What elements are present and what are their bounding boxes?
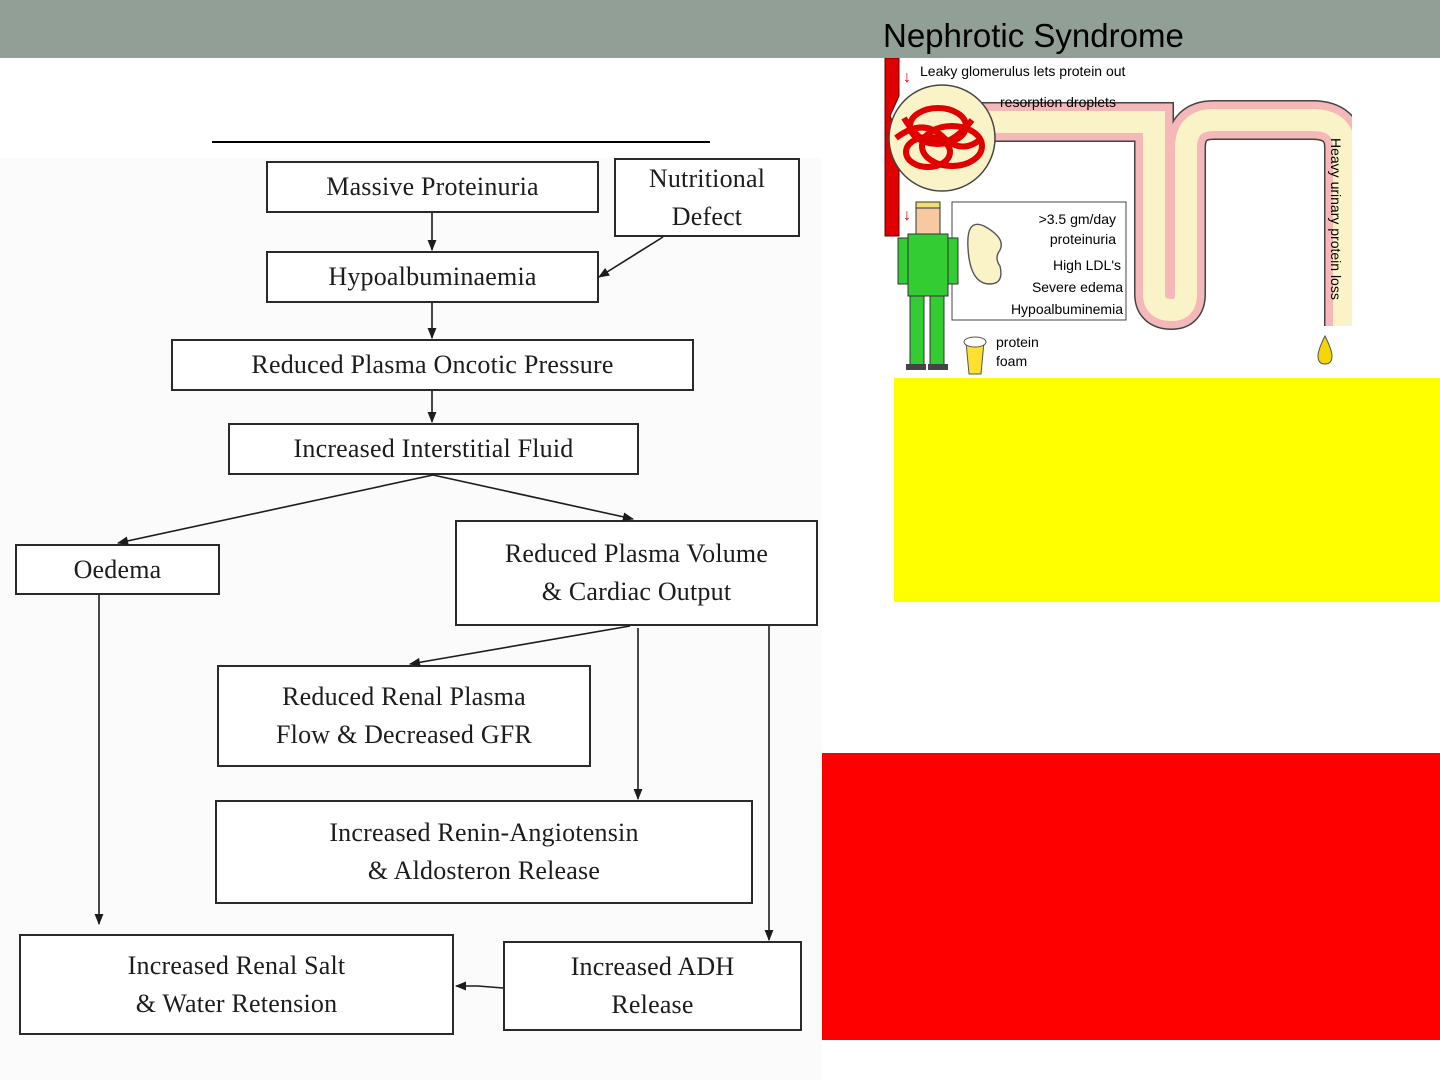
label-urinary-protein-loss: Heavy urinary protein loss [1328,138,1344,300]
box-salt-water-retention: Increased Renal Salt & Water Retension [19,934,454,1035]
label-resorption-droplets: resorption droplets [1000,94,1116,110]
box-hypoalbuminaemia: Hypoalbuminaemia [266,251,599,303]
glomerulus [894,105,985,170]
leaky-arrow-bottom: ↓ [903,207,911,224]
box-line: Nutritional [648,163,766,193]
label-hypoalbuminemia: Hypoalbuminemia [1011,301,1123,317]
box-adh-release: Increased ADH Release [503,941,802,1031]
box-line: Flow & Decreased GFR [275,720,532,749]
label-severe-edema: Severe edema [1032,279,1123,295]
box-text: Increased Interstitial Fluid [294,430,574,468]
box-text: Hypoalbuminaemia [328,258,536,296]
nephron-illustration: ↓ ↓ Leaky glomerulus lets protein out re… [884,58,1352,375]
label-proteinuria: proteinuria [1050,231,1116,247]
box-renin-angiotensin: Increased Renin-Angiotensin & Aldosteron … [215,800,753,904]
label-protein-foam-1: protein [996,334,1039,350]
box-text: Reduced Plasma Volume & Cardiac Output [505,535,768,611]
box-text: Increased Renin-Angiotensin & Aldosteron … [329,814,638,890]
box-reduced-plasma-volume: Reduced Plasma Volume & Cardiac Output [455,520,818,626]
label-protein-foam-2: foam [996,353,1027,369]
box-line: Reduced Renal Plasma [282,682,526,711]
box-line: Increased Renal Salt [127,950,346,980]
box-line: & Water Retension [135,988,338,1018]
yellow-highlight-block [894,378,1440,602]
box-line: & Cardiac Output [541,577,732,606]
box-text: Increased ADH Release [571,948,735,1024]
box-line: Defect [671,201,743,231]
top-banner [0,0,1440,58]
box-line: Increased ADH [570,952,735,981]
urine-drop-icon [1317,334,1333,365]
box-line: Massive Proteinuria [326,172,539,201]
box-increased-interstitial-fluid: Increased Interstitial Fluid [228,423,639,475]
box-line: Oedema [73,554,162,584]
box-text: Massive Proteinuria [326,168,539,206]
box-line: Hypoalbuminaemia [328,262,537,291]
label-leaky-glomerulus: Leaky glomerulus lets protein out [920,63,1126,79]
box-massive-proteinuria: Massive Proteinuria [266,161,599,213]
leaky-arrow-top: ↓ [903,69,911,86]
box-line: Release [611,990,694,1019]
box-text: Increased Renal Salt & Water Retension [128,947,346,1023]
box-line: Reduced Plasma Volume [504,539,769,568]
box-line: Increased Interstitial Fluid [293,434,574,463]
box-reduced-oncotic-pressure: Reduced Plasma Oncotic Pressure [171,339,694,391]
label-protein-amount: >3.5 gm/day [1039,211,1116,227]
box-line: & Aldosteron Release [367,856,601,885]
box-line: Reduced Plasma Oncotic Pressure [251,350,614,379]
title-underline [212,141,710,143]
box-text: Oedema [74,551,162,589]
box-text: Reduced Plasma Oncotic Pressure [251,346,613,384]
box-line: Increased Renin-Angiotensin [329,818,639,847]
patient-figure [897,201,959,370]
illustration-title: Nephrotic Syndrome [883,17,1184,54]
red-highlight-block [822,753,1440,1040]
box-oedema: Oedema [15,544,220,595]
kidney-icon [967,223,1002,285]
label-high-ldl: High LDL's [1053,257,1121,273]
